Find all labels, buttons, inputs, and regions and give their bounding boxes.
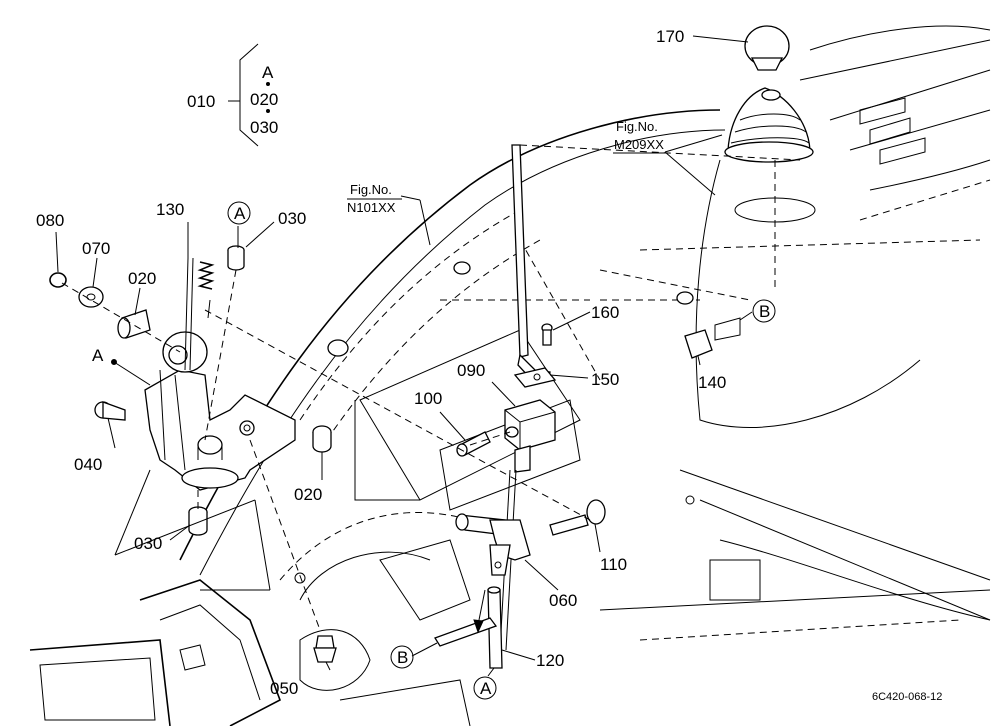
marker-circle-a-bottom — [473, 676, 497, 700]
callout-050: 050 — [270, 679, 298, 698]
fig-ref-1-line2: N101XX — [347, 200, 396, 215]
group-bracket: 010 A 020 030 — [187, 43, 278, 147]
background-structure — [29, 25, 991, 726]
marker-circle-a-top-label: A — [234, 204, 246, 223]
callout-020-left: 020 — [128, 269, 156, 288]
group-item-030: 030 — [250, 118, 278, 137]
document-code: 6C420-068-12 — [872, 691, 942, 703]
leader-lines — [55, 35, 801, 677]
reference-markers: A A A B B — [92, 201, 776, 700]
marker-circle-a-bottom-label: A — [480, 679, 492, 698]
marker-circle-b-left-label: B — [397, 648, 408, 667]
fig-ref-1-line1: Fig.No. — [350, 182, 392, 197]
shift-knob-boot — [684, 25, 816, 359]
callout-140: 140 — [698, 373, 726, 392]
callout-130: 130 — [156, 200, 184, 219]
callout-090: 090 — [457, 361, 485, 380]
callout-150: 150 — [591, 370, 619, 389]
callout-120: 120 — [536, 651, 564, 670]
bracket-assembly — [94, 257, 296, 491]
marker-circle-b-right — [752, 299, 776, 323]
marker-circle-a-top — [227, 201, 251, 225]
group-label: 010 — [187, 92, 215, 111]
fig-ref-2-line1: Fig.No. — [616, 119, 658, 134]
marker-a-point-label: A — [92, 346, 104, 365]
figure-references: Fig.No. N101XX Fig.No. M209XX — [347, 119, 670, 215]
small-parts-left — [49, 245, 337, 663]
marker-circle-b-left — [390, 645, 414, 669]
group-item-020: 020 — [250, 90, 278, 109]
callout-070: 070 — [82, 239, 110, 258]
group-item-a: A — [262, 63, 274, 82]
callout-170: 170 — [656, 27, 684, 46]
callout-030-lower: 030 — [134, 534, 162, 553]
callout-110: 110 — [600, 555, 627, 574]
callout-020-middle: 020 — [294, 485, 322, 504]
callout-160: 160 — [591, 303, 619, 322]
marker-a-point-dot — [111, 359, 117, 365]
marker-circle-b-right-label: B — [759, 302, 770, 321]
callout-080: 080 — [36, 211, 64, 230]
callout-030-top: 030 — [278, 209, 306, 228]
callout-060: 060 — [549, 591, 577, 610]
callout-040: 040 — [74, 455, 102, 474]
part-callouts: 170 130 030 080 070 020 040 030 020 050 … — [36, 27, 726, 698]
lever-assembly — [434, 144, 606, 669]
callout-100: 100 — [414, 389, 442, 408]
fig-ref-2-line2: M209XX — [614, 137, 664, 152]
